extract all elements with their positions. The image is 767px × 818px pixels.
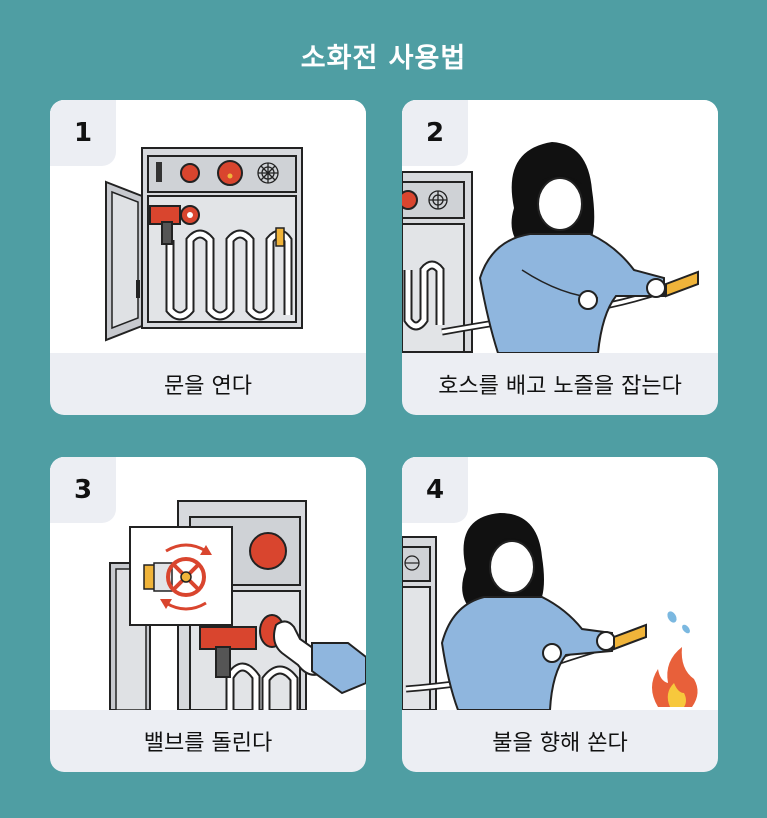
page-title: 소화전 사용법 — [300, 43, 467, 74]
step-card-4: 4 불을 향해 쏜다 — [402, 457, 718, 772]
step-card-1: 1 문을 연다 — [50, 100, 366, 415]
fire-icon — [652, 647, 698, 707]
speaker-grill-icon — [257, 162, 279, 184]
illustration-open-door — [50, 100, 366, 353]
step-caption: 불을 향해 쏜다 — [492, 731, 628, 756]
illustration-spray-fire — [402, 457, 718, 710]
step-caption: 밸브를 돌린다 — [143, 731, 273, 756]
step-number: 4 — [402, 457, 468, 523]
speaker-grill-icon — [428, 190, 448, 210]
step-caption: 문을 연다 — [164, 374, 252, 399]
step-number: 3 — [50, 457, 116, 523]
step-number: 2 — [402, 100, 468, 166]
rotate-arrow-icon — [165, 543, 207, 611]
step-caption: 호스를 배고 노즐을 잡는다 — [438, 374, 682, 399]
speaker-grill-icon — [404, 555, 420, 571]
water-drop-icon — [667, 611, 690, 634]
step-card-2: 2 호스를 배고 노즐을 잡는다 — [402, 100, 718, 415]
step-number: 1 — [50, 100, 116, 166]
step-card-3: 3 밸브를 돌린다 — [50, 457, 366, 772]
